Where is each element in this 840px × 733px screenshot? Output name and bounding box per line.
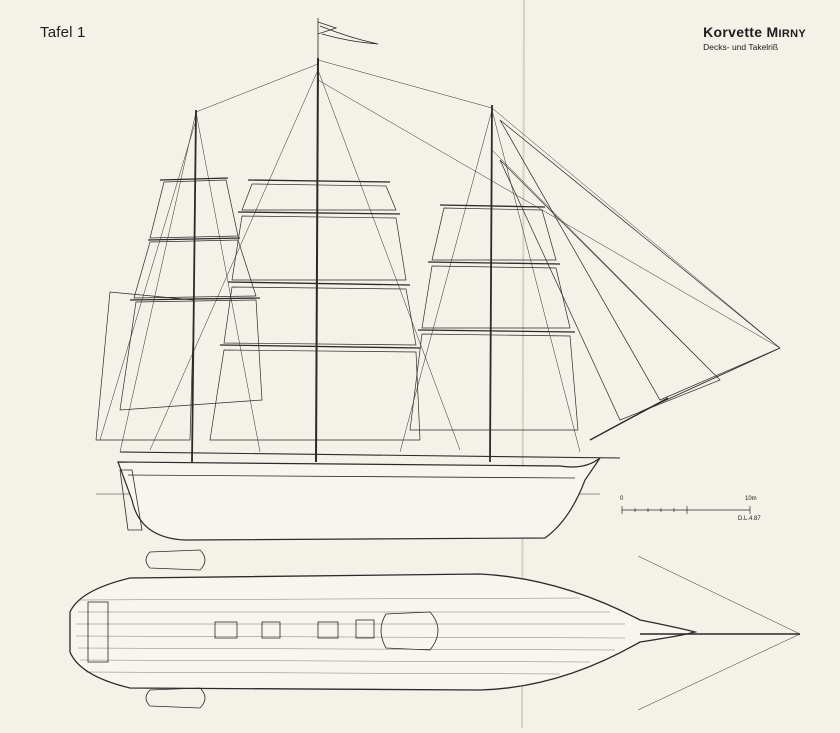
sail-plan-elevation [95,18,781,541]
ship-name: MIRNY [766,24,806,40]
deck-outline [69,573,698,691]
ship-type: Korvette [703,24,763,40]
drawing-subtitle: Decks- und Takelriß [703,42,779,52]
side-boat-top [145,549,206,571]
plate-label: Tafel 1 [40,24,86,41]
main-mast [315,57,319,463]
rudder [119,469,143,531]
yards [129,177,576,349]
mizzen-mast [191,109,197,463]
deck-boat [380,611,439,651]
scale-start-label: 0 [620,496,624,502]
scale-end-label: 10m [745,496,757,502]
ship-title: Korvette MIRNY [703,24,806,40]
drafter-credit: D.L.4.87 [738,516,761,522]
scale-bar [621,506,751,514]
rigging [99,59,781,453]
masthead-pennant [317,18,379,58]
side-boat-bottom [145,687,206,709]
deck-plan [69,549,801,711]
title-block: Korvette MIRNY Decks- und Takelriß [703,24,806,52]
fore-mast [489,104,493,463]
sails [95,119,781,441]
hull-side [117,457,601,541]
